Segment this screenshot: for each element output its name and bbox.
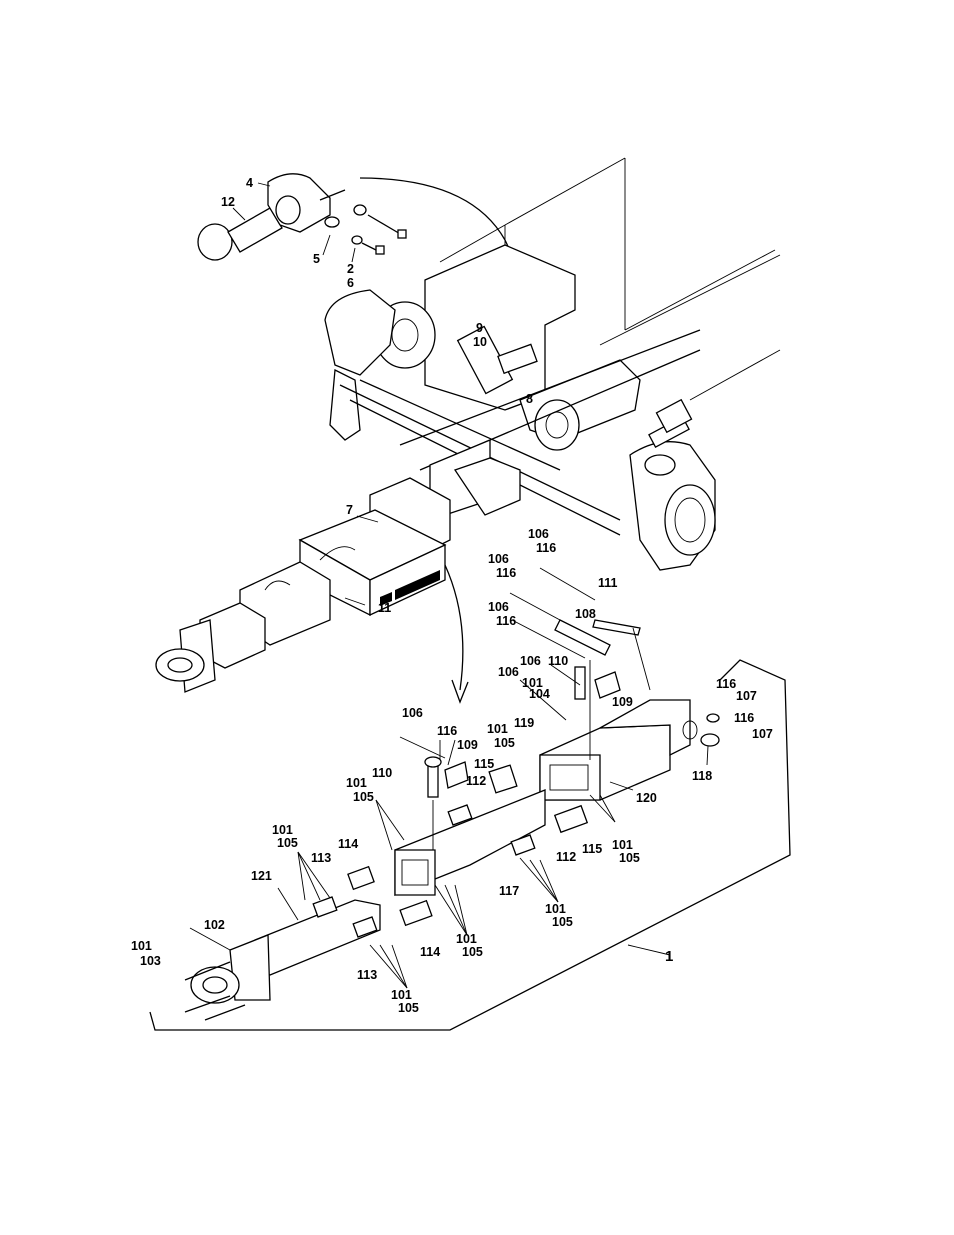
callout-112b: 112	[556, 850, 576, 864]
callout-8: 8	[526, 392, 533, 406]
callout-101e: 101	[612, 838, 633, 852]
callout-105b: 105	[353, 790, 374, 804]
callout-116a: 116	[536, 541, 556, 555]
callout-117: 117	[499, 884, 519, 898]
callout-107b: 107	[752, 727, 773, 741]
callout-110b: 110	[372, 766, 392, 780]
leader-lines	[189, 182, 709, 989]
callout-116c: 116	[496, 614, 516, 628]
callout-105a: 105	[494, 736, 515, 750]
callout-116d: 116	[716, 677, 736, 691]
callout-4: 4	[246, 176, 253, 190]
hitch-pin-assembly	[197, 173, 407, 261]
callout-107a: 107	[736, 689, 757, 703]
callout-102: 102	[204, 918, 225, 932]
trailer-body	[439, 157, 781, 401]
callout-11: 11	[378, 601, 391, 615]
callout-121: 121	[251, 869, 272, 883]
callout-105g: 105	[398, 1001, 419, 1015]
callout-106c: 106	[488, 600, 509, 614]
callout-116f: 116	[437, 724, 457, 738]
callout-labels: 4 12 5 2 6 9 10 8 7 11 106 116 111 106 1…	[131, 176, 773, 1015]
callout-106a: 106	[528, 527, 549, 541]
callout-105e: 105	[552, 915, 573, 929]
callout-106d: 106	[520, 654, 541, 668]
callout-5: 5	[313, 252, 320, 266]
lower-drawbar-kit	[184, 567, 720, 1021]
callout-106f: 106	[402, 706, 423, 720]
callout-109b: 109	[457, 738, 478, 752]
callout-110a: 110	[548, 654, 568, 668]
callout-101c: 101	[346, 776, 367, 790]
callout-118: 118	[692, 769, 712, 783]
callout-114a: 114	[338, 837, 358, 851]
callout-101h: 101	[456, 932, 477, 946]
callout-104: 104	[529, 687, 550, 701]
callout-7: 7	[346, 503, 353, 517]
axle-assembly	[324, 244, 716, 571]
callout-105c: 105	[277, 836, 298, 850]
callout-101a: 101	[522, 676, 543, 690]
callout-120: 120	[636, 791, 657, 805]
callout-106b: 106	[488, 552, 509, 566]
callout-101d: 101	[272, 823, 293, 837]
callout-115b: 115	[582, 842, 602, 856]
callout-115a: 115	[474, 757, 494, 771]
callout-119: 119	[514, 716, 534, 730]
callout-105f: 105	[462, 945, 483, 959]
callout-101g: 101	[131, 939, 152, 953]
callout-6: 6	[347, 276, 354, 290]
callout-113b: 113	[357, 968, 377, 982]
callout-109a: 109	[612, 695, 633, 709]
callout-101b: 101	[487, 722, 508, 736]
callout-101i: 101	[391, 988, 412, 1002]
upper-drawbar	[155, 477, 451, 693]
callout-111: 111	[598, 576, 618, 590]
callout-116e: 116	[734, 711, 754, 725]
callout-105d: 105	[619, 851, 640, 865]
callout-106e: 106	[498, 665, 519, 679]
callout-2: 2	[347, 262, 354, 276]
callout-108: 108	[575, 607, 596, 621]
callout-101f: 101	[545, 902, 566, 916]
callout-12: 12	[221, 195, 235, 209]
curved-arrow-lower	[444, 564, 469, 704]
callout-1: 1	[665, 948, 673, 965]
kit-boundary	[149, 659, 791, 1031]
callout-114b: 114	[420, 945, 440, 959]
callout-113a: 113	[311, 851, 331, 865]
callout-9: 9	[476, 321, 483, 335]
callout-10: 10	[473, 335, 487, 349]
callout-116b: 116	[496, 566, 516, 580]
callout-112a: 112	[466, 774, 486, 788]
callout-103: 103	[140, 954, 161, 968]
